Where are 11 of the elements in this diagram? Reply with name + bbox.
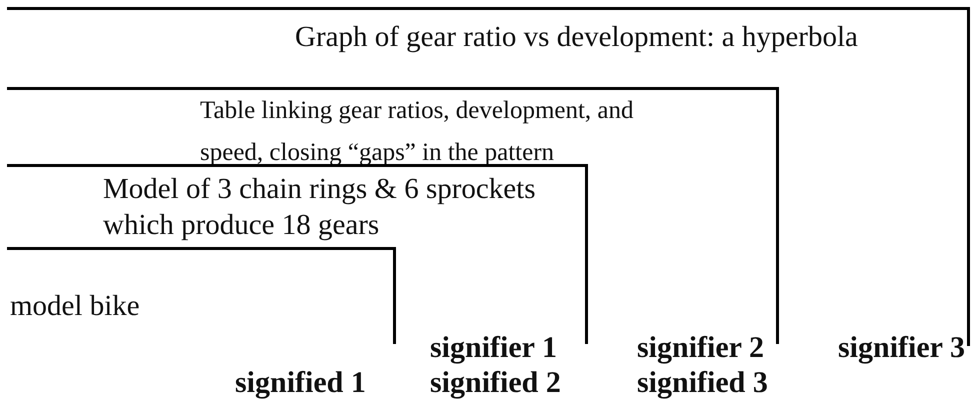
bracket-text: model bike xyxy=(10,289,141,324)
level-label: signified 2 xyxy=(430,366,561,400)
level-label: signified 3 xyxy=(637,366,768,400)
bracket-frame xyxy=(7,247,396,344)
bracket-text: Model of 3 chain rings & 6 sprockets which produce 18 gears xyxy=(103,172,537,243)
level-label: signifier 2 xyxy=(637,331,764,365)
bracket-text: Graph of gear ratio vs development: a hyperbola xyxy=(295,20,859,55)
level-label: signified 1 xyxy=(235,366,366,400)
bracket-text: Table linking gear ratios, development, and speed, closing “gaps” in the pattern xyxy=(200,96,635,168)
level-label: signifier 1 xyxy=(430,331,557,365)
level-label: signifier 3 xyxy=(838,331,965,365)
